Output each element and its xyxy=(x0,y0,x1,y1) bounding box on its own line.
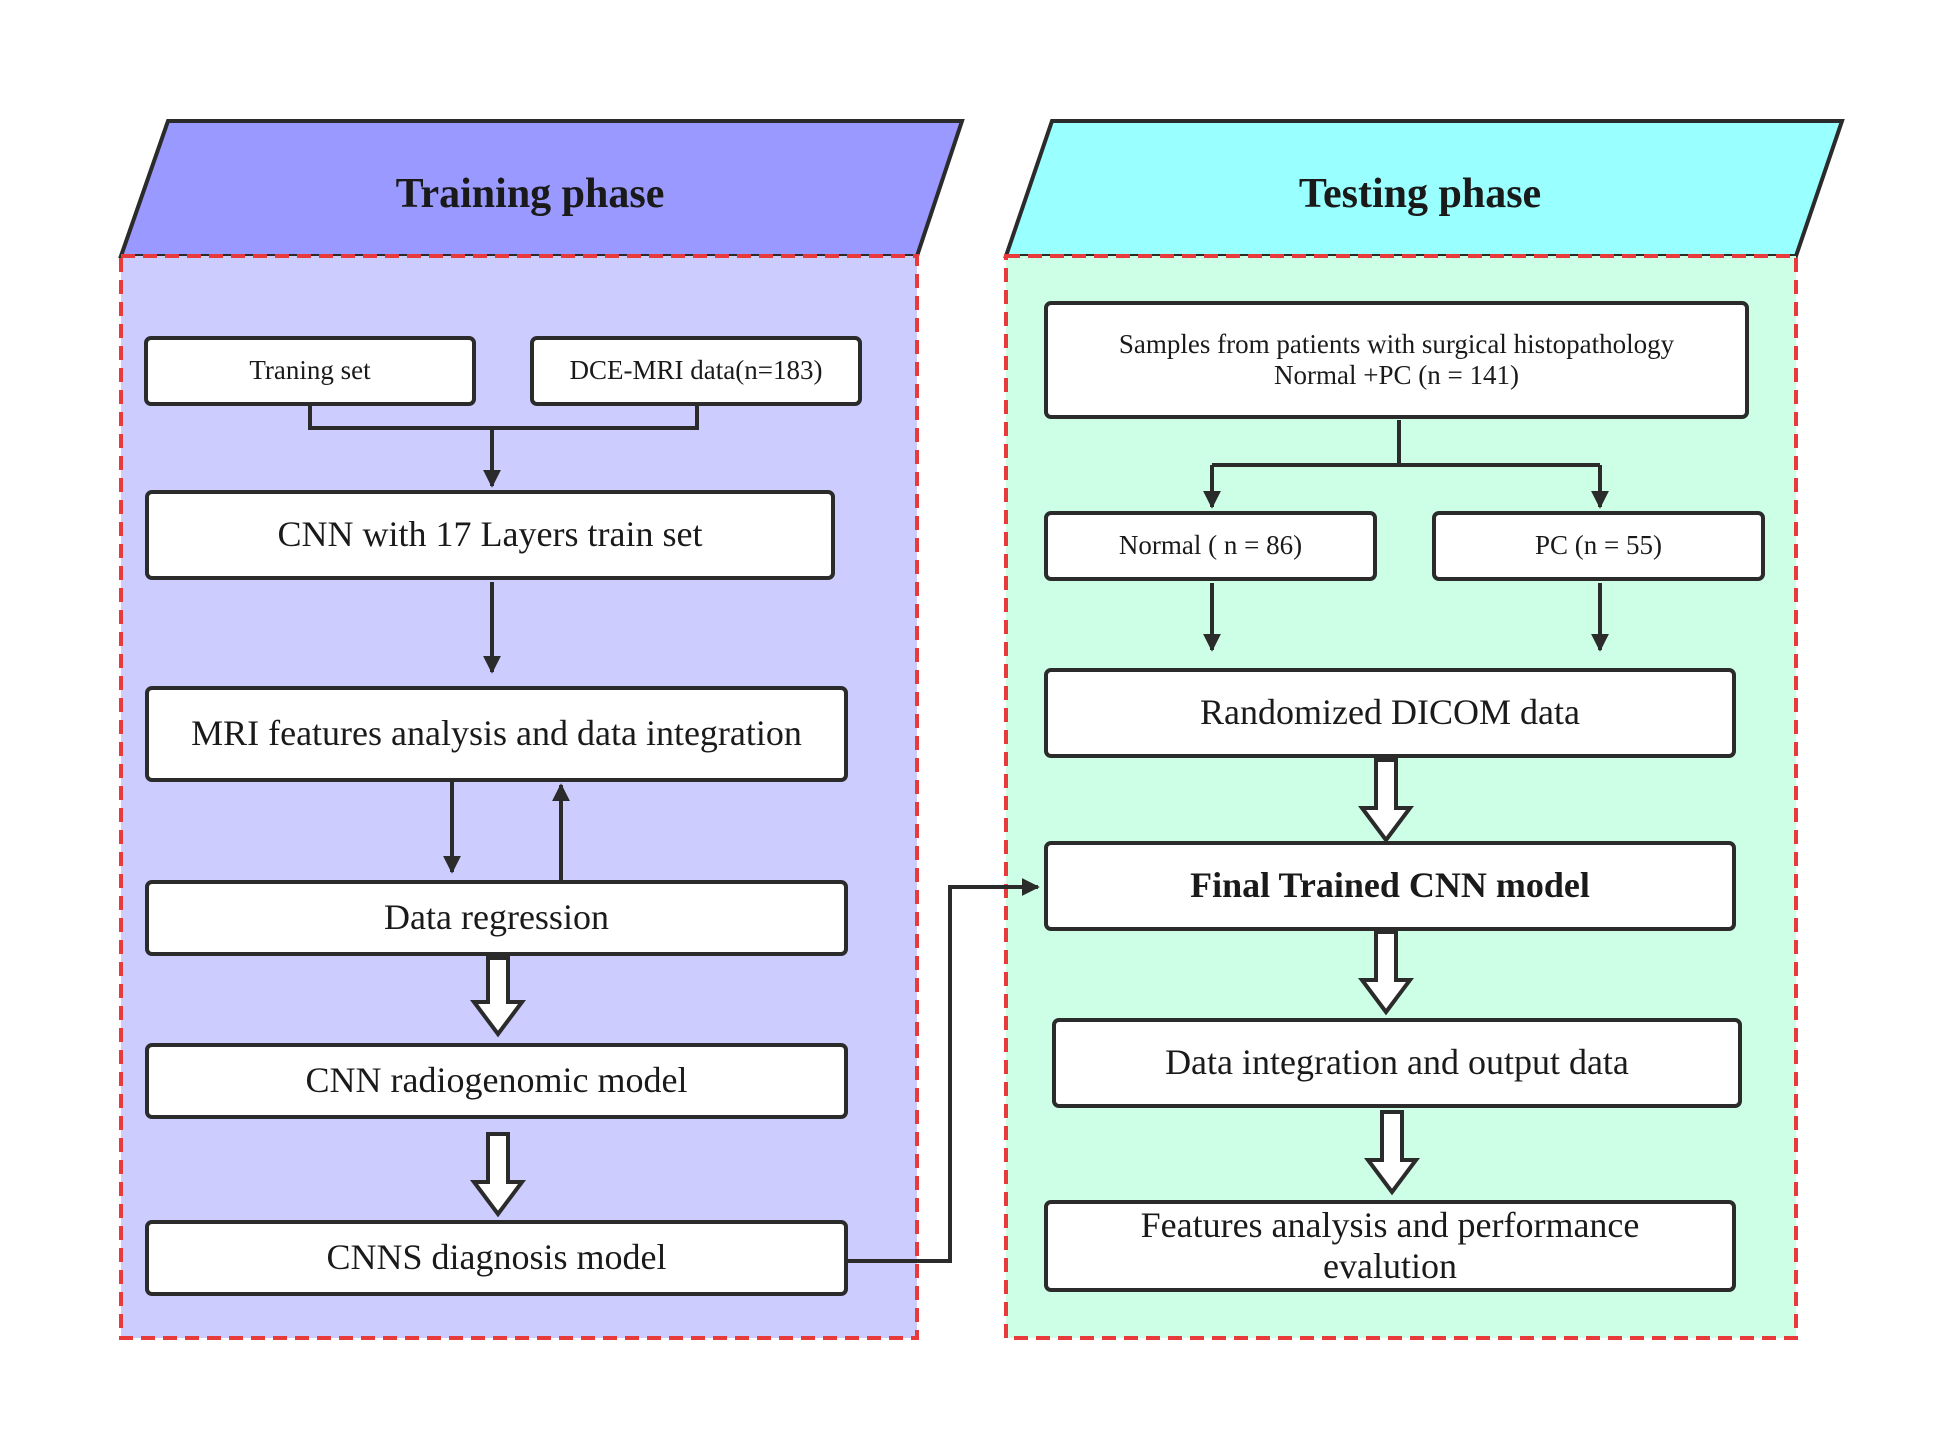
testing-phase-title: Testing phase xyxy=(1298,171,1542,217)
training-phase-title: Training phase xyxy=(395,171,665,217)
traning-set-box: Traning set xyxy=(144,336,476,406)
normal-box: Normal ( n = 86) xyxy=(1044,511,1377,581)
final-cnn-model-box: Final Trained CNN model xyxy=(1044,841,1736,931)
performance-evaluation-box: Features analysis and performance evalut… xyxy=(1044,1200,1736,1292)
dce-mri-box: DCE-MRI data(n=183) xyxy=(530,336,862,406)
performance-evaluation-label: Features analysis and performance evalut… xyxy=(1140,1204,1640,1286)
diagnosis-model-box: CNNS diagnosis model xyxy=(145,1220,848,1296)
merge-connector xyxy=(308,405,699,430)
hollow-arrow-to-diagnosis xyxy=(470,1132,526,1218)
data-integration-box: Data integration and output data xyxy=(1052,1018,1742,1108)
hollow-arrow-to-performance xyxy=(1364,1110,1420,1196)
hollow-arrow-to-radiogenomic xyxy=(470,956,526,1038)
traning-set-label: Traning set xyxy=(249,355,371,386)
cnn-17-layers-box: CNN with 17 Layers train set xyxy=(145,490,835,580)
samples-line2: Normal +PC (n = 141) xyxy=(1274,360,1519,390)
randomized-dicom-box: Randomized DICOM data xyxy=(1044,668,1736,758)
cnn-17-layers-label: CNN with 17 Layers train set xyxy=(277,514,703,555)
mri-features-label: MRI features analysis and data integrati… xyxy=(191,713,802,754)
samples-line1: Samples from patients with surgical hist… xyxy=(1118,328,1675,359)
radiogenomic-model-box: CNN radiogenomic model xyxy=(145,1043,848,1119)
pc-box: PC (n = 55) xyxy=(1432,511,1765,581)
hollow-arrow-to-final-model xyxy=(1358,758,1414,844)
diagnosis-to-final-model-connector xyxy=(847,878,1040,1263)
samples-box: Samples from patients with surgical hist… xyxy=(1044,301,1749,419)
radiogenomic-model-label: CNN radiogenomic model xyxy=(305,1060,688,1101)
final-cnn-model-label: Final Trained CNN model xyxy=(1190,865,1590,906)
data-integration-label: Data integration and output data xyxy=(1165,1042,1629,1083)
data-regression-box: Data regression xyxy=(145,880,848,956)
normal-label: Normal ( n = 86) xyxy=(1118,530,1303,561)
training-panel xyxy=(119,254,919,1340)
diagnosis-model-label: CNNS diagnosis model xyxy=(326,1237,667,1278)
randomized-dicom-label: Randomized DICOM data xyxy=(1200,692,1580,733)
data-regression-label: Data regression xyxy=(384,897,609,938)
pc-label: PC (n = 55) xyxy=(1535,530,1662,561)
mri-features-box: MRI features analysis and data integrati… xyxy=(145,686,848,782)
dce-mri-label: DCE-MRI data(n=183) xyxy=(569,355,823,386)
hollow-arrow-to-integration xyxy=(1358,930,1414,1016)
